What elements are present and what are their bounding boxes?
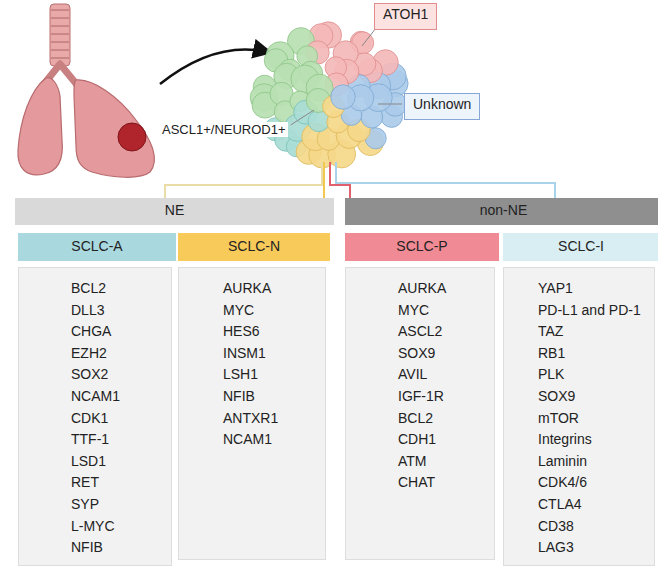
marker-name: RB1	[538, 343, 650, 365]
node-label: SCLC-N	[178, 236, 330, 258]
marker-name: BCL2	[71, 278, 167, 300]
node-label: SCLC-P	[345, 236, 499, 258]
marker-name: MYC	[398, 300, 490, 322]
subtype-header: SCLC-A	[18, 233, 176, 261]
marker-name: Laminin	[538, 451, 650, 473]
leader-line	[362, 28, 376, 46]
tumor	[118, 123, 146, 151]
marker-name: EZH2	[71, 343, 167, 365]
node-label: NE	[15, 200, 334, 222]
marker-name: mTOR	[538, 408, 650, 430]
tumor-cell-cluster	[250, 22, 408, 168]
marker-name: YAP1	[538, 278, 650, 300]
marker-name: NFIB	[71, 537, 167, 559]
marker-name: HES6	[223, 321, 321, 343]
marker-name: SOX9	[398, 343, 490, 365]
marker-name: AVIL	[398, 364, 490, 386]
marker-name: CHGA	[71, 321, 167, 343]
marker-name: ASCL2	[398, 321, 490, 343]
marker-name: CTLA4	[538, 494, 650, 516]
marker-name: ANTXR1	[223, 408, 321, 430]
marker-name: LSD1	[71, 451, 167, 473]
leader-line	[291, 110, 314, 125]
right-lung	[74, 80, 154, 177]
group-band: non-NE	[345, 198, 658, 225]
marker-name: BCL2	[398, 408, 490, 430]
subtype-header: SCLC-N	[178, 233, 330, 261]
marker-name: CDK1	[71, 408, 167, 430]
marker-name: IGF-1R	[398, 386, 490, 408]
marker-name: AURKA	[223, 278, 321, 300]
leader-line	[378, 104, 402, 105]
marker-name: CDK4/6	[538, 472, 650, 494]
tree-lines	[165, 162, 555, 198]
marker-name: CD38	[538, 516, 650, 538]
node-label: Unknown	[413, 94, 471, 116]
marker-name: PLK	[538, 364, 650, 386]
marker-name: SYP	[71, 494, 167, 516]
node-label: non-NE	[345, 200, 658, 222]
marker-name: CHAT	[398, 472, 490, 494]
marker-name: INSM1	[223, 343, 321, 365]
marker-name: PD-L1 and PD-1	[538, 300, 650, 322]
marker-list: AURKAMYCASCL2SOX9AVILIGF-1RBCL2CDH1ATMCH…	[345, 267, 495, 560]
marker-name: NCAM1	[223, 429, 321, 451]
left-lung	[18, 78, 62, 175]
marker-list: YAP1PD-L1 and PD-1TAZRB1PLKSOX9mTORInteg…	[503, 267, 655, 566]
callout-box: Unknown	[404, 93, 480, 120]
callout-label: ASCL1+/NEUROD1+	[160, 122, 288, 137]
subtype-header: SCLC-I	[503, 233, 658, 261]
node-label: SCLC-I	[503, 236, 658, 258]
marker-name: SOX2	[71, 364, 167, 386]
marker-name: ATM	[398, 451, 490, 473]
arrow	[160, 49, 268, 84]
subtype-header: SCLC-P	[345, 233, 499, 261]
callout-box: ATOH1	[374, 3, 437, 30]
marker-name: TAZ	[538, 321, 650, 343]
group-band: NE	[15, 198, 334, 225]
marker-name: AURKA	[398, 278, 490, 300]
marker-name: LSH1	[223, 364, 321, 386]
trachea	[44, 4, 78, 86]
marker-name: NCAM1	[71, 386, 167, 408]
marker-name: L-MYC	[71, 516, 167, 538]
marker-name: CDH1	[398, 429, 490, 451]
marker-list: AURKAMYCHES6INSM1LSH1NFIBANTXR1NCAM1	[178, 267, 326, 560]
marker-name: DLL3	[71, 300, 167, 322]
node-label: SCLC-A	[18, 236, 176, 258]
marker-name: MYC	[223, 300, 321, 322]
marker-name: Integrins	[538, 429, 650, 451]
marker-name: NFIB	[223, 386, 321, 408]
marker-name: RET	[71, 472, 167, 494]
marker-name: TTF-1	[71, 429, 167, 451]
marker-name: SOX9	[538, 386, 650, 408]
marker-list: BCL2DLL3CHGAEZH2SOX2NCAM1CDK1TTF-1LSD1RE…	[18, 267, 172, 566]
marker-name: LAG3	[538, 537, 650, 559]
node-label: ATOH1	[383, 4, 428, 26]
